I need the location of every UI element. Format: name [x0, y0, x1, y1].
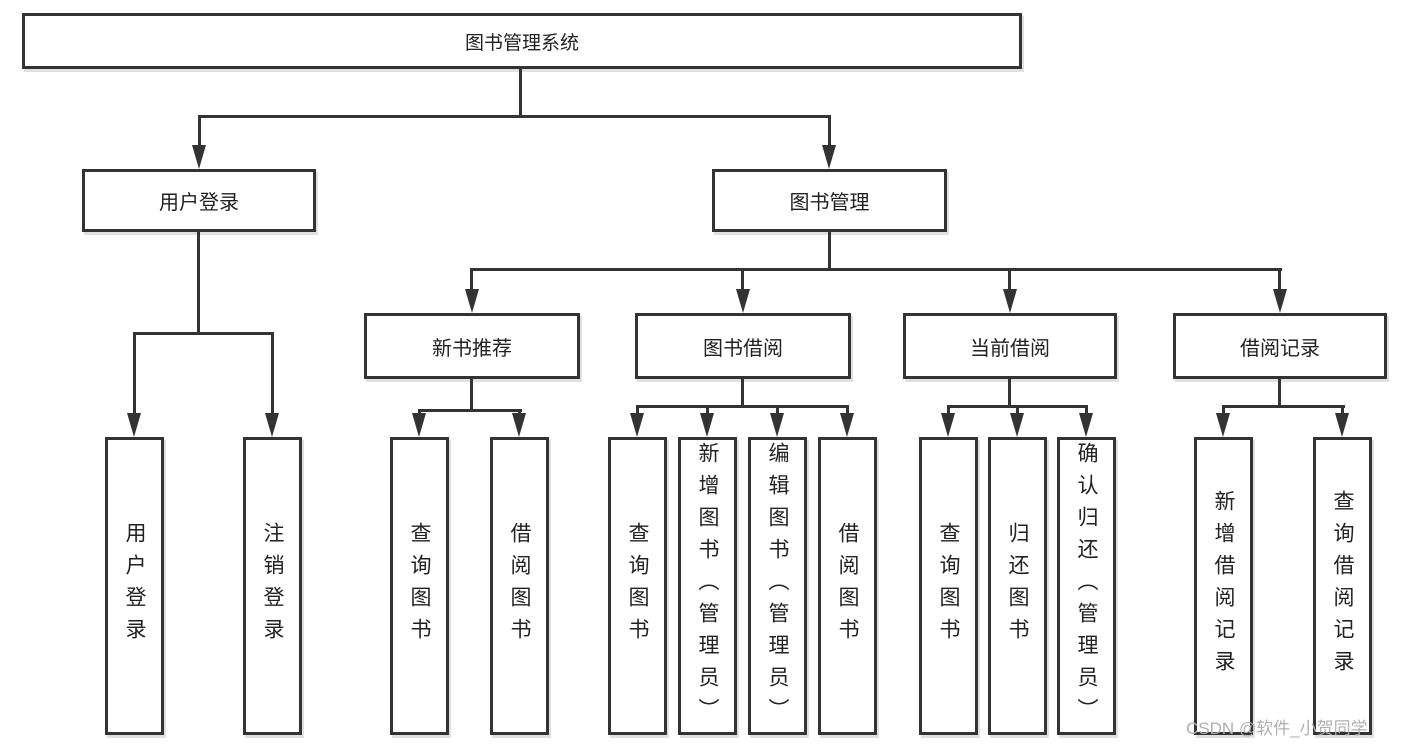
- node-book-management: 图书管理: [712, 169, 947, 232]
- leaf-borrow-borrow-books: 借阅图书: [818, 437, 877, 735]
- connector-recommend-hline: [418, 409, 522, 412]
- node-current-borrow: 当前借阅: [903, 313, 1117, 379]
- connector-drop-leaf: [271, 332, 274, 414]
- node-label: 借阅记录: [1240, 337, 1320, 360]
- arrow-down-icon: [265, 413, 279, 437]
- node-label: 图书管理系统: [464, 32, 579, 54]
- node-library-management-system: 图书管理系统: [22, 13, 1022, 69]
- leaf-current-query-books: 查询图书: [919, 437, 978, 735]
- csdn-watermark: CSDN @软件_小贺同学: [1186, 719, 1368, 738]
- connector-drop-leaf: [846, 405, 849, 415]
- connector-drop-leaf: [133, 332, 136, 414]
- leaf-borrow-query-books: 查询图书: [608, 437, 667, 735]
- connector-recommend-stem: [470, 379, 473, 411]
- arrow-down-icon: [770, 413, 784, 437]
- node-user-login: 用户登录: [82, 169, 316, 232]
- node-book-borrow: 图书借阅: [635, 313, 851, 379]
- connector-drop-current: [1008, 268, 1011, 291]
- connector-login-hline: [133, 332, 274, 335]
- leaf-label: 注销登录: [261, 522, 284, 650]
- connector-drop-records: [1278, 268, 1281, 291]
- leaf-user-login: 用户登录: [105, 437, 164, 735]
- connector-drop-leaf: [776, 405, 779, 415]
- leaf-records-add-borrow-record: 新增借阅记录: [1194, 437, 1253, 735]
- leaf-recommend-borrow-books: 借阅图书: [490, 437, 549, 735]
- node-label: 图书管理: [789, 192, 870, 214]
- leaf-logout-login: 注销登录: [243, 437, 302, 735]
- leaf-label: 新增图书（管理员）: [696, 442, 719, 730]
- leaf-label: 编辑图书（管理员）: [766, 442, 789, 730]
- connector-drop-user-login: [198, 115, 201, 146]
- connector-login-stem: [197, 232, 200, 334]
- arrow-down-icon: [840, 413, 854, 437]
- arrow-down-icon: [1010, 413, 1024, 437]
- leaf-label: 确认归还（管理员）: [1075, 442, 1098, 730]
- leaf-label: 查询图书: [408, 522, 431, 650]
- leaf-recommend-query-books: 查询图书: [390, 437, 449, 735]
- connector-drop-leaf: [1341, 405, 1344, 415]
- arrow-down-icon: [512, 413, 526, 437]
- connector-drop-leaf: [636, 405, 639, 415]
- leaf-current-confirm-return-admin: 确认归还（管理员）: [1057, 437, 1116, 735]
- leaf-label: 借阅图书: [836, 522, 859, 650]
- connector-level3-hline: [470, 268, 1282, 271]
- connector-current-stem: [1008, 379, 1011, 408]
- arrow-down-icon: [127, 413, 141, 437]
- connector-management-stem: [828, 232, 831, 271]
- leaf-label: 归还图书: [1006, 522, 1029, 650]
- arrow-down-icon: [1273, 289, 1287, 313]
- connector-level2-hline: [198, 115, 831, 118]
- connector-drop-leaf: [947, 405, 950, 415]
- connector-drop-leaf: [1016, 405, 1019, 415]
- connector-drop-leaf: [1222, 405, 1225, 415]
- leaf-label: 用户登录: [123, 522, 146, 650]
- leaf-records-query-borrow-record: 查询借阅记录: [1313, 437, 1372, 735]
- connector-drop-leaf: [1085, 405, 1088, 415]
- leaf-label: 查询图书: [937, 522, 960, 650]
- arrow-down-icon: [941, 413, 955, 437]
- arrow-down-icon: [630, 413, 644, 437]
- arrow-down-icon: [465, 289, 479, 313]
- arrow-down-icon: [192, 145, 206, 169]
- leaf-label: 新增借阅记录: [1212, 490, 1235, 682]
- arrow-down-icon: [700, 413, 714, 437]
- connector-root-stem: [519, 69, 522, 118]
- arrow-down-icon: [1079, 413, 1093, 437]
- node-label: 图书借阅: [703, 337, 783, 360]
- leaf-current-return-books: 归还图书: [988, 437, 1047, 735]
- node-label: 用户登录: [159, 192, 239, 214]
- connector-drop-borrow: [741, 268, 744, 291]
- node-new-book-recommend: 新书推荐: [364, 313, 580, 379]
- arrow-down-icon: [1335, 413, 1349, 437]
- leaf-label: 查询借阅记录: [1331, 490, 1354, 682]
- connector-drop-recommend: [470, 268, 473, 291]
- arrow-down-icon: [736, 289, 750, 313]
- arrow-down-icon: [412, 413, 426, 437]
- leaf-borrow-edit-books-admin: 编辑图书（管理员）: [748, 437, 807, 735]
- node-label: 新书推荐: [432, 337, 512, 360]
- connector-records-stem: [1278, 379, 1281, 408]
- leaf-label: 查询图书: [626, 522, 649, 650]
- connector-drop-leaf: [706, 405, 709, 415]
- arrow-down-icon: [1216, 413, 1230, 437]
- arrow-down-icon: [822, 145, 836, 169]
- connector-borrow-hline: [636, 405, 849, 408]
- leaf-label: 借阅图书: [508, 522, 531, 650]
- arrow-down-icon: [1003, 289, 1017, 313]
- leaf-borrow-add-books-admin: 新增图书（管理员）: [678, 437, 737, 735]
- node-borrow-records: 借阅记录: [1173, 313, 1387, 379]
- connector-borrow-stem: [741, 379, 744, 408]
- connector-drop-book-management: [828, 115, 831, 146]
- connector-records-hline: [1222, 405, 1345, 408]
- node-label: 当前借阅: [970, 337, 1050, 360]
